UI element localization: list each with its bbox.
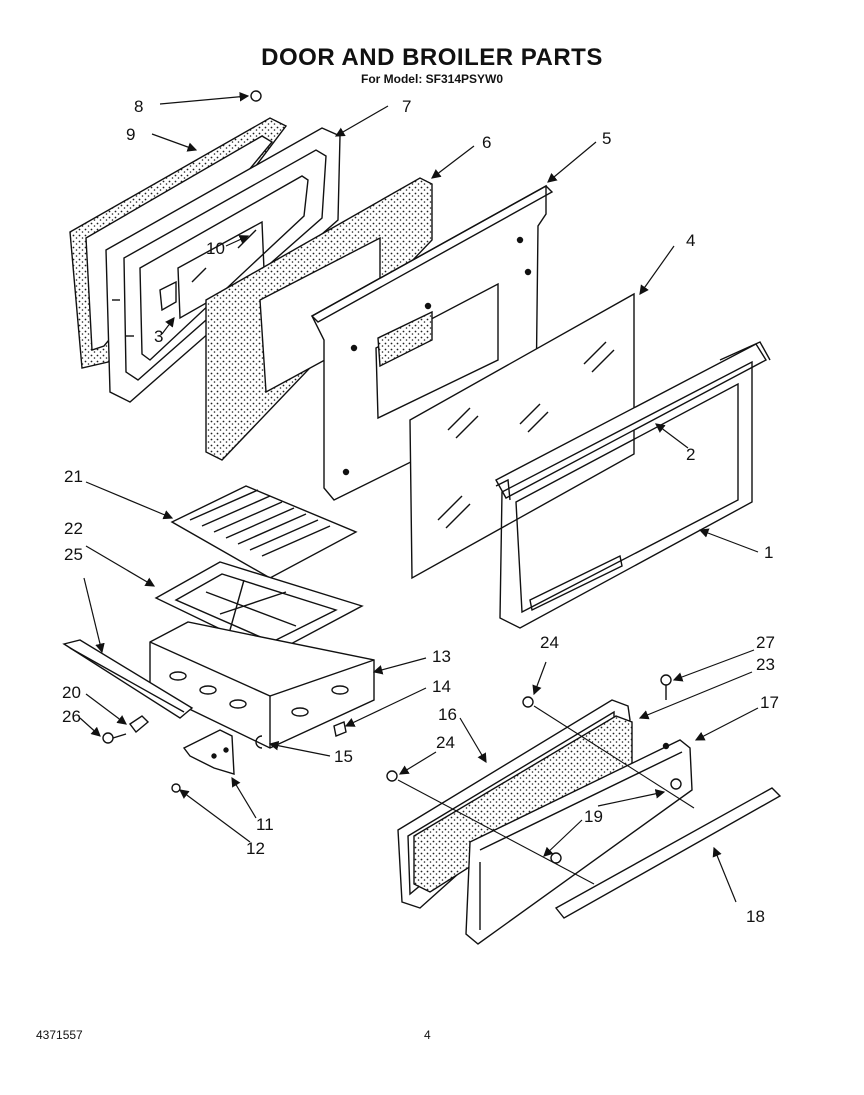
callout-17: 17 [760, 693, 779, 712]
callout-14: 14 [432, 677, 451, 696]
callout-6: 6 [482, 133, 491, 152]
callout-1: 1 [764, 543, 773, 562]
callout-7: 7 [402, 97, 411, 116]
callout-27: 27 [756, 633, 775, 652]
bracket-part-25 [62, 639, 194, 719]
callout-18: 18 [746, 907, 765, 926]
door-glass-part-4 [409, 292, 635, 580]
model-subtitle: For Model: SF314PSYW0 [360, 72, 504, 86]
callout-26: 26 [62, 707, 81, 726]
callout-11: 11 [256, 815, 274, 834]
callout-10: 10 [206, 239, 225, 258]
clip-part-14 [333, 721, 347, 737]
screw-part-27 [660, 674, 672, 700]
page-number: 4 [424, 1028, 431, 1042]
callout-16: 16 [438, 705, 457, 724]
callout-21: 21 [64, 467, 83, 486]
broiler-grid-part-21 [170, 485, 358, 579]
callout-24-lower: 24 [436, 733, 455, 752]
callout-25: 25 [64, 545, 83, 564]
callout-labels: 8 9 7 6 5 4 10 3 2 1 21 22 25 13 14 15 2… [62, 97, 779, 926]
callout-9: 9 [126, 125, 135, 144]
rack-support-part-11 [182, 729, 235, 775]
callout-3: 3 [154, 327, 163, 346]
clip-part-20 [128, 715, 150, 734]
callout-23: 23 [756, 655, 775, 674]
callout-5: 5 [602, 129, 611, 148]
page-title: DOOR AND BROILER PARTS [261, 44, 603, 71]
screw-part-8 [250, 90, 262, 102]
screw-part-24-lower [386, 770, 398, 782]
callout-8: 8 [134, 97, 143, 116]
callout-4: 4 [686, 231, 695, 250]
drawer-front-part-17 [465, 739, 693, 945]
callout-19: 19 [584, 807, 603, 826]
leader-lines [79, 91, 759, 903]
callout-12: 12 [246, 839, 265, 858]
screw-part-12 [171, 783, 181, 793]
callout-13: 13 [432, 647, 451, 666]
screw-part-26 [102, 732, 127, 744]
frame-bracket-part-1 [529, 554, 623, 612]
document-number: 4371557 [36, 1028, 83, 1042]
screw-part-24-upper [522, 696, 534, 708]
callout-22: 22 [64, 519, 83, 538]
outer-door-panel-part-7 [105, 127, 341, 403]
trim-strip-part-18 [554, 787, 782, 919]
callout-15: 15 [334, 747, 353, 766]
ring-part-15 [255, 735, 263, 749]
callout-2: 2 [686, 445, 695, 464]
callout-24-upper: 24 [540, 633, 559, 652]
callout-20: 20 [62, 683, 81, 702]
broiler-pan-part-13 [149, 621, 375, 749]
